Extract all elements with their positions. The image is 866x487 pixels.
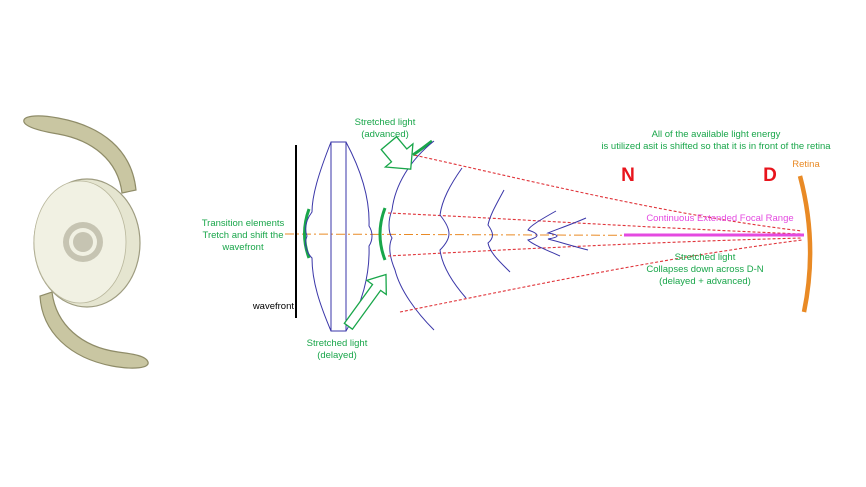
stretched-advanced-label: Stretched light (advanced) [340,117,430,141]
ray-inner-bottom [387,237,803,257]
outgoing-wavefront [388,140,435,331]
ray-outer-top [399,151,803,232]
arrow-advanced-shape [380,135,414,170]
stretched-advanced-line-2: (advanced) [361,129,409,140]
stretched-delayed-line-1: Stretched light [306,338,368,349]
intermediate-wavefronts [439,167,589,299]
transition-label: Transition elements Tretch and shift the… [188,218,298,254]
wavefront-2 [439,167,467,299]
distance-label: D [763,165,777,186]
upper-haptic [23,115,137,194]
wavefront-5 [546,217,589,251]
arrow-advanced [380,135,414,170]
near-label: N [621,165,635,186]
lens-center [73,232,93,252]
stretched-advanced-line-1: Stretched light [354,117,416,128]
wavefront-label: wavefront [252,301,294,312]
transition-arc-right [378,207,387,261]
transition-line-3: wavefront [222,242,264,253]
collapses-line-1: Stretched light [674,252,736,263]
collapses-label: Stretched light Collapses down across D-… [630,252,780,288]
arrow-delayed [343,273,387,331]
lens-cross-section [305,141,373,332]
lens-center-slab [330,141,347,332]
transition-line-1: Transition elements [201,218,285,229]
retina-label: Retina [792,159,820,170]
lower-haptic [39,291,149,369]
ray-outer-bottom [399,239,803,313]
lens-outline-right [345,141,373,332]
available-energy-line-2: is utilized asit is shifted so that it i… [601,141,831,152]
arrow-delayed-shape [343,273,387,331]
stretched-delayed-line-2: (delayed) [317,350,357,361]
wavefront-3 [487,189,511,273]
ray-envelopes [387,151,803,313]
available-energy-line-1: All of the available light energy [651,129,781,140]
transition-line-2: Tretch and shift the [202,230,284,241]
advanced-arc [412,139,433,157]
transition-arc-left [303,208,311,259]
wavefront-4 [527,210,561,257]
lens-outline-left [305,141,332,332]
focal-range-label: Continuous Extended Focal Range [646,213,794,224]
available-energy-label: All of the available light energy is uti… [566,129,866,153]
retina-arc [797,175,813,313]
intraocular-lens-image [23,115,149,369]
ray-inner-top [387,212,803,235]
stretched-delayed-label: Stretched light (delayed) [292,338,382,362]
collapses-line-2: Collapses down across D-N [646,264,764,275]
collapses-line-3: (delayed + advanced) [659,276,751,287]
